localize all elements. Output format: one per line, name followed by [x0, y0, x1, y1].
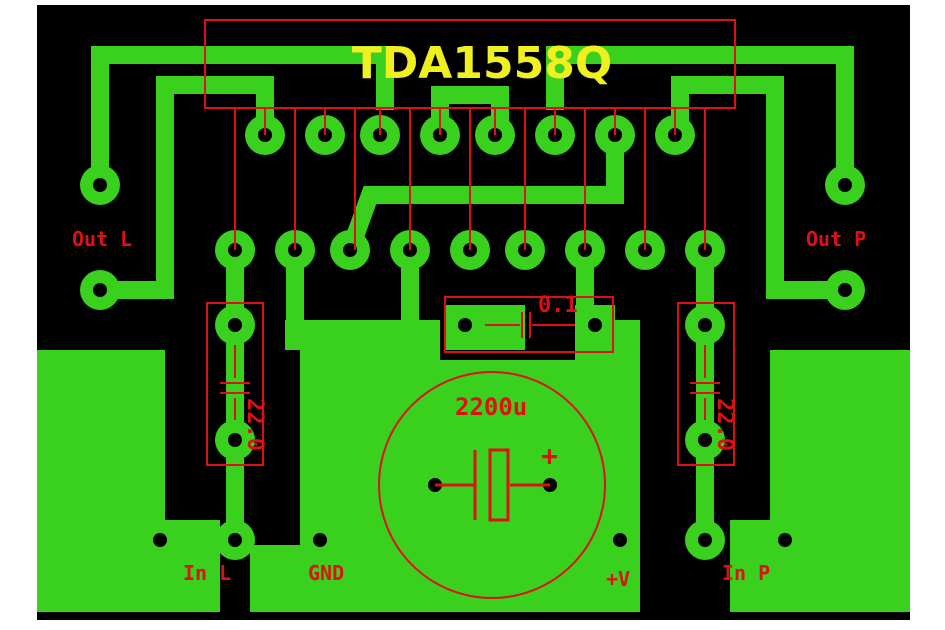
label-cap-small: 0.1 [538, 293, 578, 318]
trace-out-left [91, 46, 394, 185]
label-in-left: In L [183, 561, 231, 585]
label-out-left: Out L [72, 227, 132, 251]
silkscreen-layer [204, 19, 736, 599]
trace-out-left-2 [100, 76, 274, 299]
ground-plane-left [37, 350, 220, 612]
cap-bulk-outline [378, 371, 606, 599]
label-cap-in-left: 22.0 [242, 398, 267, 451]
trace-center-bridge [341, 140, 624, 254]
label-cap-bulk: 2200u [455, 393, 527, 421]
copper-layer [37, 46, 910, 612]
chip-leg-lines [234, 108, 706, 250]
trace-out-right-2 [671, 76, 845, 299]
label-cap-in-right: 22.0 [712, 398, 737, 451]
cap-in-left-outline [206, 302, 264, 466]
cap-small-outline [444, 296, 614, 353]
label-cap-bulk-polarity: + [541, 439, 558, 472]
label-out-right: Out P [806, 227, 866, 251]
cap-in-right-outline [677, 302, 735, 466]
label-supply: +V [606, 567, 630, 591]
chip-name: TDA1558Q [352, 38, 612, 89]
ground-plane-right [730, 350, 910, 612]
trace-out-right [546, 46, 854, 185]
label-in-right: In P [722, 561, 770, 585]
supply-plane [520, 320, 640, 612]
ground-plane-center [250, 320, 560, 612]
label-gnd: GND [308, 561, 344, 585]
